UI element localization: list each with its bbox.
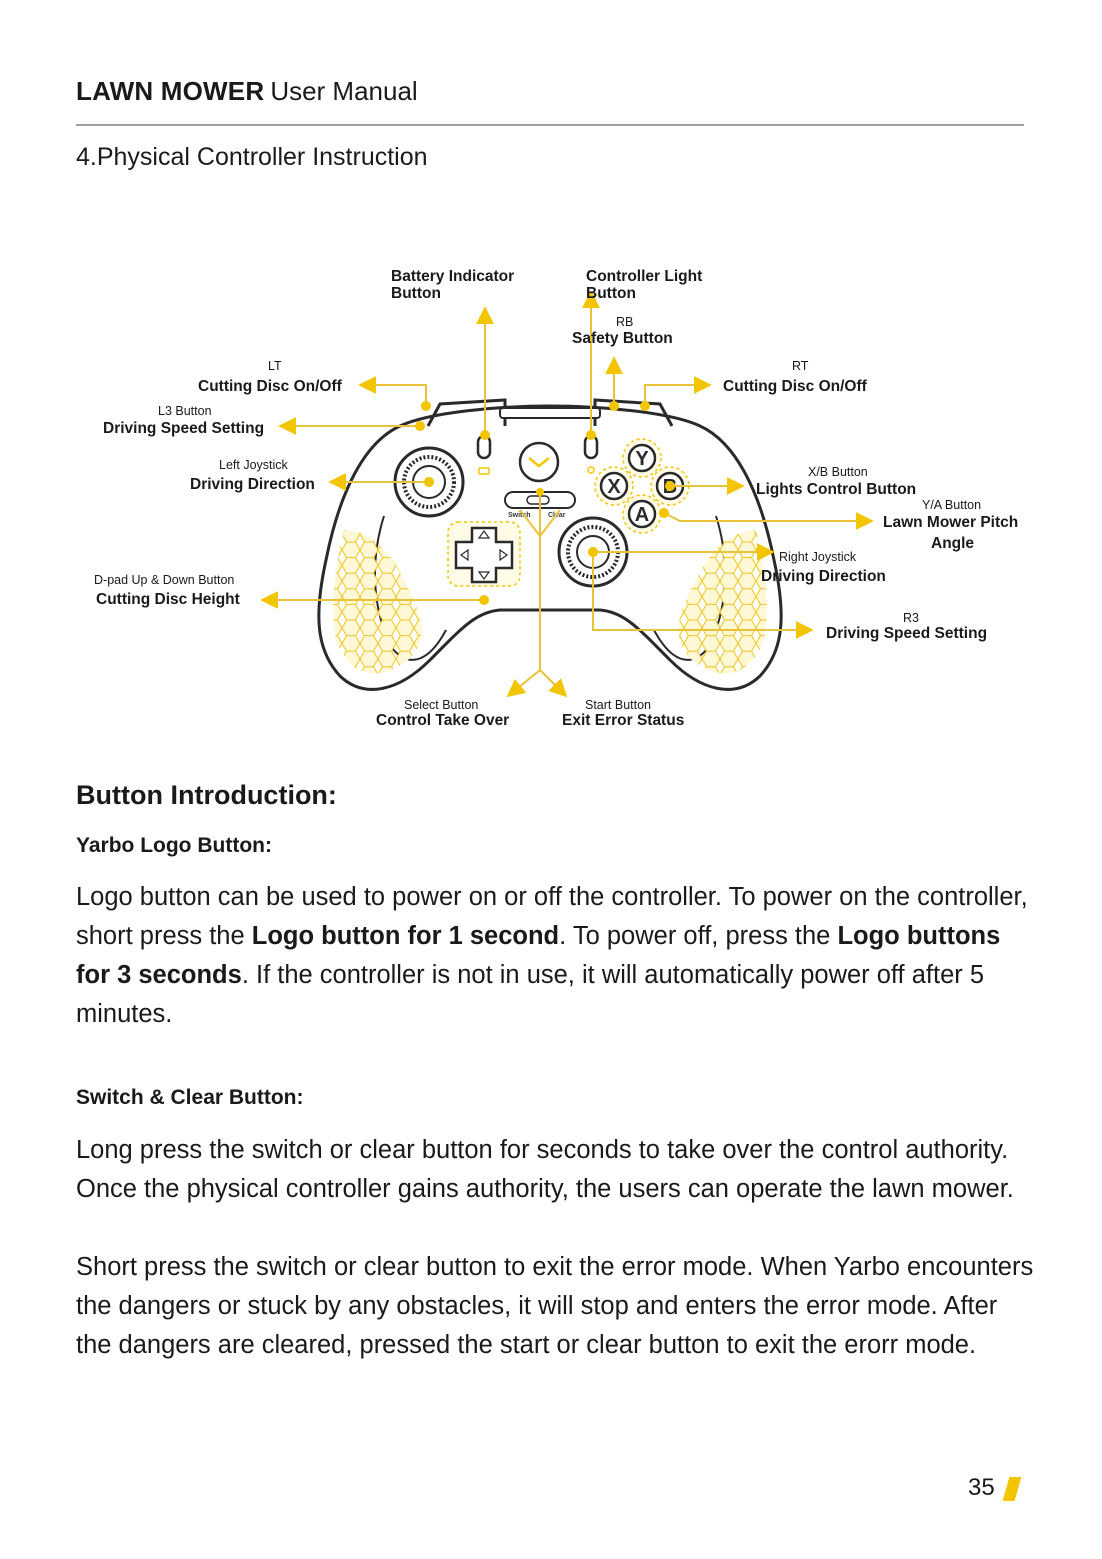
logo-text-2: . To power off, press the [559,922,838,950]
yarbo-logo-button[interactable] [518,441,560,483]
header-brand: LAWN MOWER [76,76,265,106]
header-subtitle: User Manual [270,76,418,106]
label-start-main: Exit Error Status [562,712,684,729]
switch-label: Switch [508,512,531,519]
controller-body [317,398,783,691]
label-r3-sub: R3 [903,611,919,625]
a-button-letter: A [635,504,649,526]
label-l3-main: Driving Speed Setting [103,420,264,437]
x-button[interactable] [599,471,629,501]
callout-dots [415,401,675,605]
label-controller-light-line1: Controller Light [586,268,702,285]
y-button[interactable] [627,443,657,473]
label-select-main: Control Take Over [376,712,509,729]
label-rt-main: Cutting Disc On/Off [723,378,868,395]
battery-icon [478,467,490,475]
light-icon [587,466,595,474]
yarbo-logo-icon [528,457,550,468]
label-xb-sub: X/B Button [808,465,868,479]
label-left-joystick-main: Driving Direction [190,476,315,493]
label-select-sub: Select Button [404,698,478,712]
label-ya-main-line1: Lawn Mower Pitch [883,514,1018,531]
d-pad[interactable] [447,521,521,587]
switch-clear-paragraph-1: Long press the switch or clear button fo… [76,1136,1014,1203]
page-accent-mark [1002,1477,1022,1501]
logo-bold-2: Logo buttons for 3 seconds [76,922,1001,989]
label-lt-sub: LT [268,359,282,373]
dpad-left-icon [459,548,469,562]
label-start-sub: Start Button [585,698,651,712]
page-number: 35 [968,1474,995,1501]
label-l3-sub: L3 Button [158,404,212,418]
logo-text-1: Logo button can be used to power on or o… [76,883,1028,950]
dpad-down-icon [477,571,491,581]
label-xb-main: Lights Control Button [756,481,916,498]
logo-button-paragraph: Logo button can be used to power on or o… [76,878,1036,1034]
label-right-joystick-sub: Right Joystick [779,550,857,564]
label-rb-sub: RB [616,315,633,329]
dpad-right-icon [499,548,509,562]
logo-button-heading: Yarbo Logo Button: [76,834,272,857]
label-lt-main: Cutting Disc On/Off [198,378,343,395]
switch-clear-heading: Switch & Clear Button: [76,1086,304,1109]
label-battery-line2: Button [391,285,441,302]
label-controller-light-line2: Button [586,285,636,302]
button-intro-heading: Button Introduction: [76,780,337,810]
label-battery-line1: Battery Indicator [391,268,514,285]
dpad-up-icon [477,529,491,539]
y-button-letter: Y [635,448,649,470]
label-ya-sub: Y/A Button [922,498,981,512]
label-dpad-main: Cutting Disc Height [96,591,240,608]
switch-clear-slider[interactable] [526,495,550,505]
label-r3-main: Driving Speed Setting [826,625,987,642]
label-dpad-sub: D-pad Up & Down Button [94,573,234,587]
controller-diagram: Switch Clear Y X B A [94,268,1018,729]
header-divider [76,124,1024,126]
x-button-letter: X [607,476,621,498]
section-title: 4.Physical Controller Instruction [76,143,428,171]
switch-clear-paragraph-2: Short press the switch or clear button t… [76,1253,1034,1359]
label-ya-main-line2: Angle [931,535,974,552]
callout-lines [260,290,874,698]
logo-bold-1: Logo button for 1 second [251,922,560,950]
a-button[interactable] [627,499,657,529]
label-left-joystick-sub: Left Joystick [219,458,289,472]
logo-text-3: . If the controller is not in use, it wi… [76,961,985,1028]
label-right-joystick-main: Driving Direction [761,568,886,585]
label-rb-main: Safety Button [572,330,673,347]
label-rt-sub: RT [792,359,809,373]
